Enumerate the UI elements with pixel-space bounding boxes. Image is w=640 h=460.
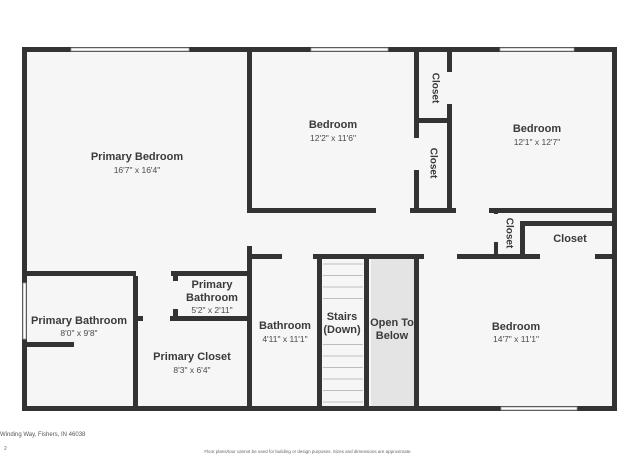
wall-center-bedroom-right (414, 47, 419, 211)
room-name-open-line1: Open To (370, 317, 414, 329)
room-name-bedroom-bottom: Bedroom (491, 321, 541, 333)
wall-small-bath-bottom (133, 316, 252, 321)
window-primary-bedroom (70, 47, 190, 52)
room-name-stairs-line1: Stairs (326, 311, 358, 323)
room-name-open-line2: Below (375, 330, 409, 342)
room-name-primary-bedroom: Primary Bedroom (90, 151, 184, 163)
stairs-area (322, 257, 364, 407)
room-dim-small-bathroom: 5'2" x 2'11" (191, 305, 233, 315)
wall-hall-left (247, 246, 252, 411)
door-bottom-bedroom (424, 254, 457, 259)
room-dim-bathroom: 4'11" x 11'1" (262, 334, 308, 344)
room-dim-primary-bathroom: 8'0" x 9'8" (60, 328, 98, 338)
door-top-closet (447, 72, 452, 104)
wall-primary-bath-stub (22, 342, 74, 347)
room-name-closet-middle: Closet (427, 147, 439, 179)
address-text: Winding Way, Fishers, IN 46038 (0, 432, 86, 438)
room-dim-primary-bedroom: 16'7" x 16'4" (113, 165, 161, 175)
wall-closets-right (447, 47, 452, 211)
room-dim-bedroom-bottom: 14'7" x 11'1" (493, 334, 539, 344)
room-name-closet-hall: Closet (503, 217, 515, 249)
window-center-bedroom (310, 47, 389, 52)
page-mark: 2 (4, 446, 7, 452)
window-bottom-bedroom (500, 406, 578, 411)
room-name-small-bathroom-line1: Primary (191, 279, 233, 291)
wall-primary-bedroom-right (247, 47, 252, 211)
disclaimer-text: Floor plans/tour cannot be used for buil… (204, 449, 412, 454)
room-name-primary-bathroom: Primary Bathroom (31, 315, 127, 327)
room-name-small-bathroom-line2: Bathroom (186, 292, 238, 304)
door-hall-left (247, 214, 252, 245)
door-center-bedroom (376, 208, 410, 213)
wall-hall-closet-right (520, 221, 525, 257)
door-right-bedroom (456, 208, 489, 213)
stair-treads (323, 263, 363, 403)
door-middle-closet (414, 138, 419, 170)
window-primary-bathroom (22, 282, 27, 340)
room-name-primary-closet: Primary Closet (153, 351, 231, 363)
wall-bathroom-right (317, 254, 322, 411)
room-name-closet-right: Closet (553, 233, 587, 245)
room-dim-bedroom-right: 12'1" x 12'7" (513, 137, 561, 147)
room-name-bathroom: Bathroom (259, 320, 311, 332)
outer-wall-left (22, 47, 27, 411)
room-name-closet-top: Closet (429, 72, 441, 104)
room-dim-bedroom-center: 12'2" x 11'6" (310, 133, 356, 143)
room-name-stairs-line2: (Down) (323, 324, 361, 336)
door-bathroom (282, 254, 313, 259)
wall-hall-top (247, 208, 617, 213)
door-primary-bath (136, 271, 171, 276)
wall-right-closet-top (520, 221, 617, 226)
open-to-below-area (371, 257, 416, 407)
room-name-bedroom-center: Bedroom (308, 119, 358, 131)
window-right-bedroom (499, 47, 575, 52)
wall-closet-divider (414, 118, 452, 123)
door-small-bath (173, 281, 178, 309)
room-dim-primary-closet: 8'3" x 6'4" (173, 365, 211, 375)
room-name-bedroom-right: Bedroom (512, 123, 562, 135)
wall-open-right (414, 254, 419, 411)
door-right-closet (540, 254, 595, 259)
wall-stairs-right (364, 254, 369, 411)
wall-primary-bath-right (133, 274, 138, 411)
outer-wall-right (612, 47, 617, 411)
door-primary-closet (143, 316, 170, 321)
door-hall-closet (494, 214, 498, 242)
